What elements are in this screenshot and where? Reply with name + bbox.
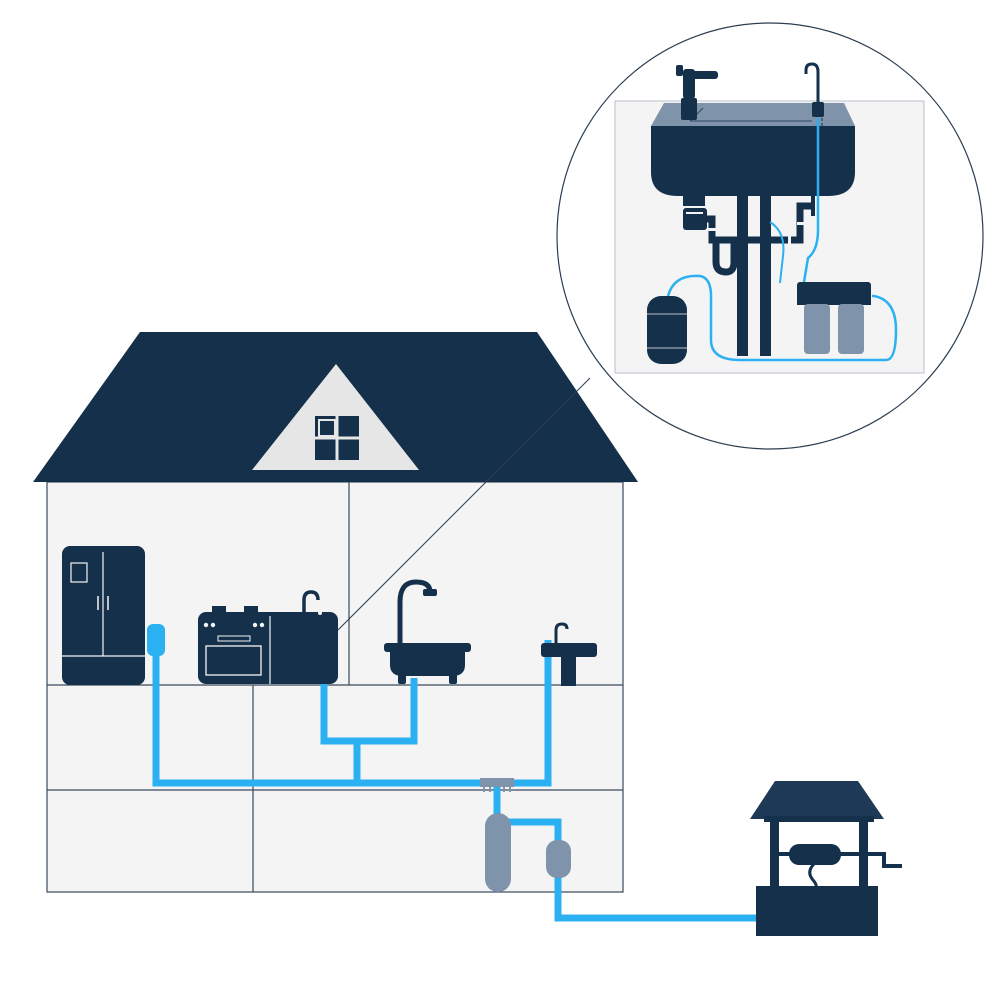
- ice-dispenser: [70, 562, 88, 583]
- callout-leader-line: [337, 377, 591, 631]
- storage-tank: [647, 296, 687, 364]
- well-supply-line: [554, 872, 760, 922]
- bathroom-faucet: [554, 622, 569, 643]
- faucet: [676, 65, 718, 120]
- fridge-water-connector: [147, 624, 165, 656]
- drain-stack-left: [737, 190, 748, 356]
- ro-filter-head: [797, 282, 871, 304]
- well-roof: [750, 781, 884, 819]
- kitchen-faucet: [302, 590, 320, 612]
- well-base: [756, 886, 878, 936]
- house-wall: [46, 481, 624, 893]
- sediment-filter: [546, 840, 571, 878]
- sink-basin: [651, 126, 855, 196]
- detail-callout: [556, 22, 984, 450]
- main-supply-line: [152, 640, 552, 787]
- house: [33, 332, 638, 893]
- kitchen-bath-branch: [320, 628, 418, 783]
- filter-housing-left: [804, 304, 830, 354]
- ro-filter-unit: [797, 282, 871, 354]
- water-heater-tank: [485, 813, 511, 892]
- refrigerator: [62, 546, 145, 685]
- well-crank: [868, 852, 902, 868]
- bathtub-shower: [384, 579, 471, 684]
- storage-line: [666, 274, 898, 362]
- shower-riser: [397, 579, 433, 648]
- garbage-disposal: [683, 196, 707, 230]
- drain-line: [769, 221, 785, 284]
- drain-tee-pipe: [705, 202, 811, 244]
- oven-window: [205, 645, 262, 676]
- bathtub: [384, 643, 471, 652]
- shower-head: [423, 589, 437, 596]
- ro-faucet: [804, 62, 824, 117]
- drain-stack-right: [760, 190, 771, 356]
- attic-window: [315, 416, 359, 460]
- stove-and-counter: [198, 590, 338, 684]
- filter-housing-right: [838, 304, 864, 354]
- well: [750, 781, 902, 936]
- well-drum: [789, 844, 841, 865]
- p-trap: [712, 240, 738, 276]
- feed-line: [802, 118, 820, 283]
- bathroom-sink: [541, 622, 597, 686]
- manifold: [480, 778, 514, 792]
